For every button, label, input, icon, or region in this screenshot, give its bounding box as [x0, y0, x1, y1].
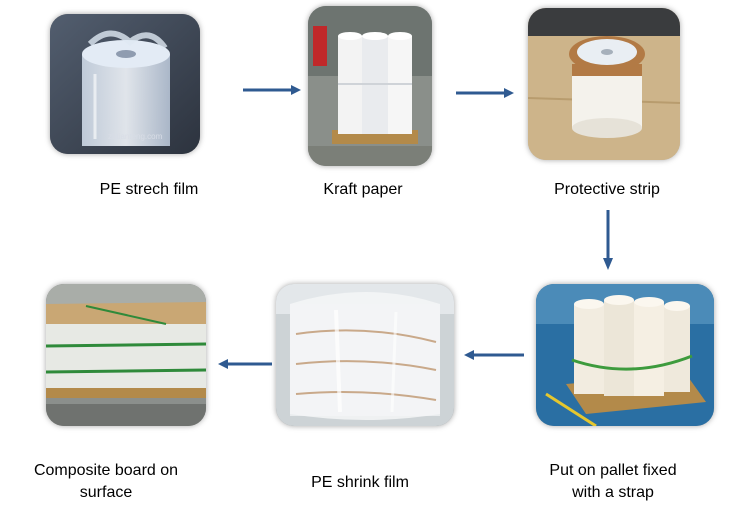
- step-5-image: [276, 284, 454, 426]
- arrow-step4-to-step5: [462, 349, 524, 361]
- step-6-caption: Composite board on surface: [33, 462, 179, 501]
- board-cover-photo: [46, 284, 206, 426]
- watermark-text: zbtianteng.com: [108, 132, 163, 141]
- film-roll-photo: [50, 14, 200, 154]
- arrow-step5-to-step6: [216, 358, 272, 370]
- arrow-step1-to-step2: [243, 84, 303, 96]
- step-6-image: [46, 284, 206, 426]
- step-1-image: zbtianteng.com: [50, 14, 200, 154]
- arrow-step2-to-step3: [456, 87, 516, 99]
- step-3-caption: Protective strip: [554, 181, 660, 198]
- arrow-step3-to-step4: [602, 210, 614, 272]
- step-3-image: [528, 8, 680, 160]
- shrink-wrap-photo: [276, 284, 454, 426]
- pallet-strap-photo: [536, 284, 714, 426]
- step-5-caption: PE shrink film: [311, 474, 409, 491]
- step-1-caption: PE strech film: [99, 181, 199, 198]
- step-4-caption: Put on pallet fixed with a strap: [549, 462, 677, 501]
- step-2-image: [308, 6, 432, 166]
- step-4-image: [536, 284, 714, 426]
- protected-roll-photo: [528, 8, 680, 160]
- paper-rolls-photo: [308, 6, 432, 166]
- step-2-caption: Kraft paper: [323, 181, 403, 198]
